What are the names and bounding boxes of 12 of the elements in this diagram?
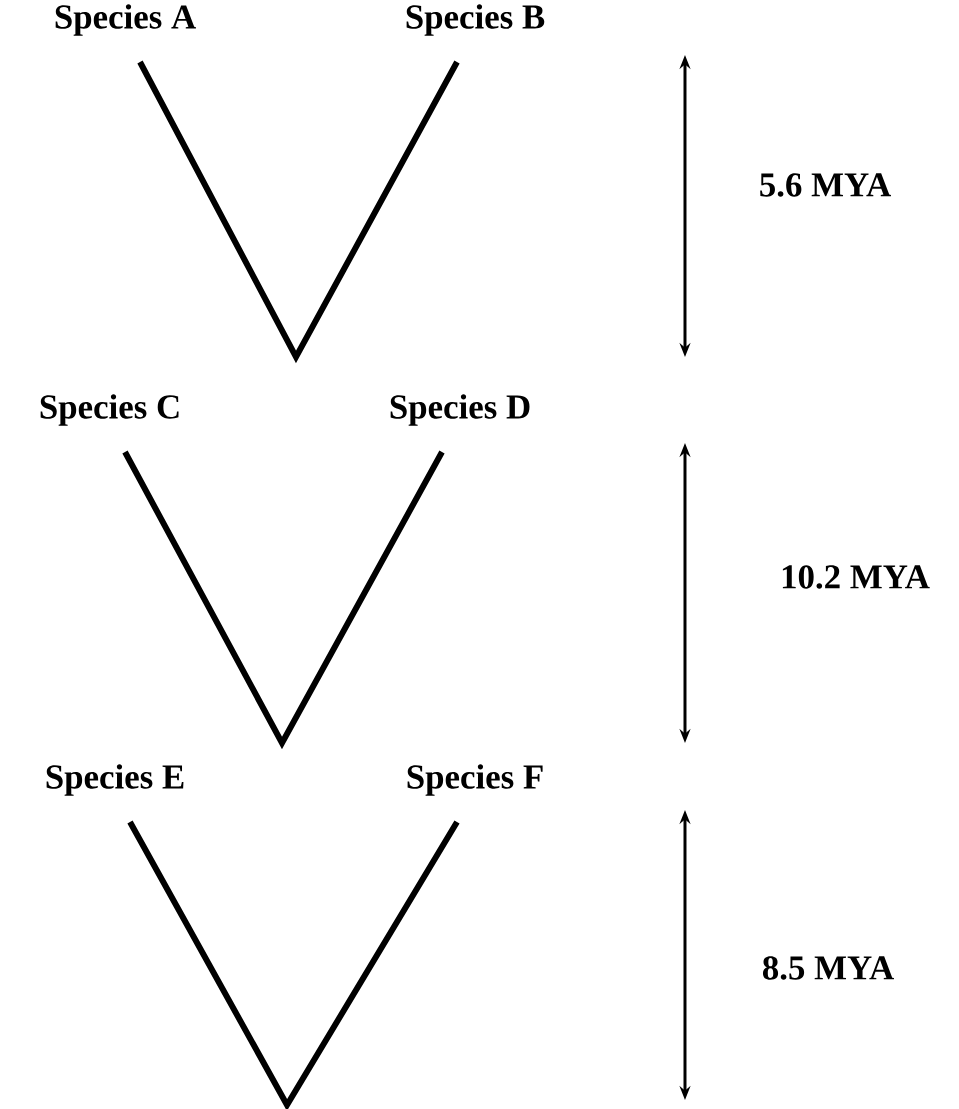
time-label: 5.6 MYA	[760, 173, 891, 197]
species-label: Species E	[46, 764, 184, 796]
time-label: 10.2 MYA	[782, 565, 930, 589]
species-label: Species F	[407, 764, 543, 796]
species-label: Species B	[406, 4, 545, 36]
species-label: Species D	[390, 394, 530, 426]
species-label: Species A	[55, 4, 196, 36]
time-label: 8.5 MYA	[762, 956, 894, 980]
tree-branch	[137, 60, 460, 364]
species-label: Species C	[40, 394, 179, 426]
tree-branch	[122, 450, 445, 750]
tree-branch	[127, 820, 460, 1109]
